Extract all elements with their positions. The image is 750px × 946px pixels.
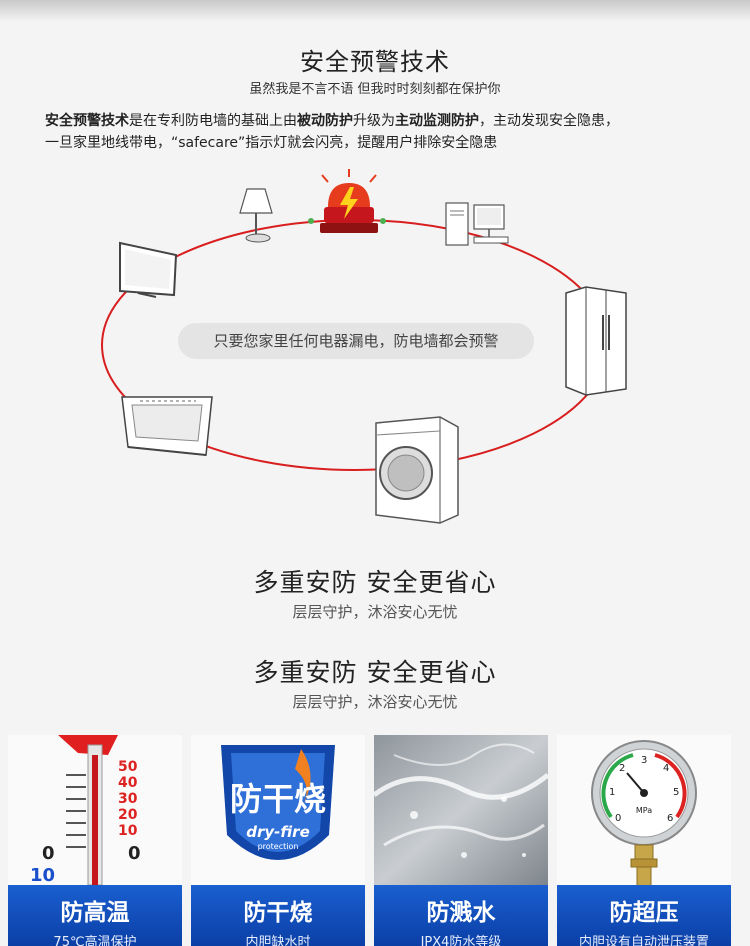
slogan-title: 多重安防 安全更省心 xyxy=(253,568,497,597)
feature-name: 防干烧 xyxy=(243,900,313,926)
slogan-title: 多重安防 安全更省心 xyxy=(253,658,497,687)
gauge-tick: 6 xyxy=(667,813,673,824)
intro-text: ，主动发现安全隐患， xyxy=(479,113,619,129)
intro-text: 升级为 xyxy=(353,113,395,129)
feature-bar xyxy=(557,885,731,946)
feature-bar xyxy=(191,885,365,946)
gauge-tick: 1 xyxy=(609,787,615,798)
thermo-tick: 0 xyxy=(42,843,55,864)
pressure-gauge-icon: 0 1 2 3 4 5 6 MPa xyxy=(557,735,731,887)
thermo-tick: 40 xyxy=(118,775,138,791)
gauge-unit: MPa xyxy=(636,806,652,815)
feature-name: 防溅水 xyxy=(426,900,496,926)
leak-warning-diagram: 只要您家里任何电器漏电，防电墙都会预警 xyxy=(0,165,750,525)
shield-logo-text: 防干烧 xyxy=(230,780,326,818)
thermometer-icon: 50 40 30 20 10 0 0 10 xyxy=(8,735,182,887)
shield-logo-en: dry-fire xyxy=(246,823,310,841)
feature-card-overpressure: 0 1 2 3 4 5 6 MPa 防超压 内胆设有自动泄压装置 xyxy=(557,735,731,946)
feature-card-splash: 防溅水 IPX4防水等级 xyxy=(374,735,548,946)
diagram-svg xyxy=(101,169,627,524)
feature-bar xyxy=(374,885,548,946)
intro-highlight: 被动防护 xyxy=(297,113,353,129)
indicator-dot xyxy=(380,218,386,224)
feature-name: 防高温 xyxy=(60,900,130,926)
feature-card-dry-fire: 防干烧 dry-fire protection 防干烧 内胆缺水时 xyxy=(191,735,365,946)
intro-paragraph: 安全预警技术是在专利防电墙的基础上由被动防护升级为主动监测防护，主动发现安全隐患… xyxy=(45,110,715,154)
thermo-tick: 10 xyxy=(118,823,138,839)
slogan-subtitle: 层层守护，沐浴安心无忧 xyxy=(292,603,458,621)
feature-card-high-temp: 50 40 30 20 10 0 0 10 防高温 75℃高温保护 xyxy=(8,735,182,946)
gauge-tick: 5 xyxy=(673,787,679,798)
range-hood-icon xyxy=(121,396,213,456)
indicator-dot xyxy=(308,218,314,224)
thermo-tick: 10 xyxy=(30,865,55,886)
thermo-tick: 50 xyxy=(118,759,138,775)
lamp-icon xyxy=(239,188,273,243)
page-subtitle: 虽然我是不言不语 但我时时刻刻都在保护你 xyxy=(249,82,501,97)
water-splash-icon xyxy=(374,735,548,887)
intro-highlight: 安全预警技术 xyxy=(45,113,129,129)
computer-icon xyxy=(445,202,509,246)
fridge-icon xyxy=(565,286,627,396)
feature-note: 内胆缺水时 xyxy=(245,935,311,946)
gauge-tick: 0 xyxy=(615,813,621,824)
intro-text: 一旦家里地线带电，“safecare”指示灯就会闪亮，提醒用户排除安全隐患 xyxy=(45,135,498,151)
gauge-tick: 2 xyxy=(619,763,625,774)
washing-machine-icon xyxy=(375,416,459,524)
shield-icon: 防干烧 dry-fire protection xyxy=(191,735,365,887)
tv-icon xyxy=(119,241,178,298)
leak-warning-caption: 只要您家里任何电器漏电，防电墙都会预警 xyxy=(178,323,534,359)
feature-note: IPX4防水等级 xyxy=(420,935,502,946)
feature-note: 75℃高温保护 xyxy=(53,935,137,946)
feature-name: 防超压 xyxy=(609,900,679,926)
thermo-tick: 0 xyxy=(128,843,141,864)
thermo-tick: 20 xyxy=(118,807,138,823)
gauge-tick: 3 xyxy=(641,755,647,766)
feature-cards: 50 40 30 20 10 0 0 10 防高温 75℃高温保护 防干烧 dr… xyxy=(8,735,750,946)
intro-highlight: 主动监测防护 xyxy=(395,113,479,129)
slogan-subtitle: 层层守护，沐浴安心无忧 xyxy=(292,693,458,711)
alarm-light-icon xyxy=(320,169,378,233)
intro-text: 是在专利防电墙的基础上由 xyxy=(129,113,297,129)
top-shadow xyxy=(0,0,750,22)
feature-note: 内胆设有自动泄压装置 xyxy=(578,935,709,946)
thermo-tick: 30 xyxy=(118,791,138,807)
page-title: 安全预警技术 xyxy=(300,48,450,76)
feature-bar xyxy=(8,885,182,946)
gauge-tick: 4 xyxy=(663,763,669,774)
shield-logo-sub: protection xyxy=(258,842,299,851)
